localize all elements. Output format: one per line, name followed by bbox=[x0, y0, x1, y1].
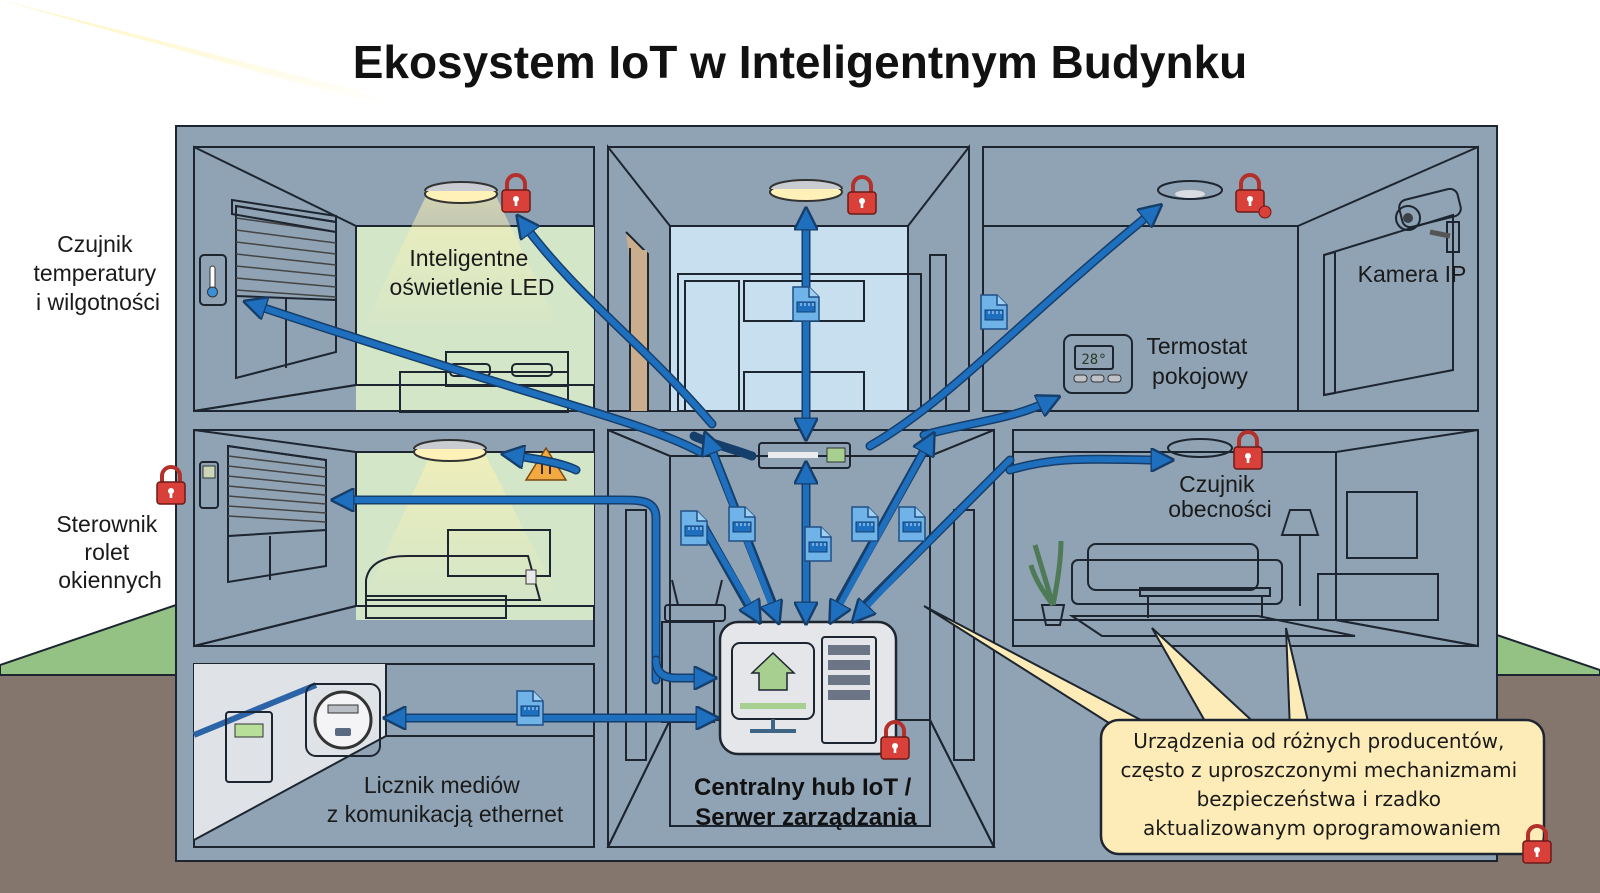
room-living bbox=[1012, 428, 1479, 648]
network-packet-icon bbox=[792, 286, 820, 322]
led-ceiling-light bbox=[413, 439, 487, 462]
callout-text: Urządzenia od różnych producentów, częst… bbox=[1120, 729, 1523, 840]
network-packet-icon bbox=[728, 506, 756, 542]
label-ip-camera: Kamera IP bbox=[1358, 261, 1467, 287]
smart-home-hub-icon bbox=[731, 642, 815, 733]
label-temperature-sensor: Czujnik temperatury i wilgotności bbox=[33, 231, 162, 315]
page-title: Ekosystem IoT w Inteligentnym Budynku bbox=[353, 36, 1248, 88]
label-utility-meter: Licznik mediów z komunikacją ethernet bbox=[327, 772, 564, 827]
blind-controller-device bbox=[199, 461, 219, 509]
label-led-lighting: Inteligentne oświetlenie LED bbox=[390, 245, 555, 300]
network-packet-icon bbox=[516, 690, 544, 726]
ip-camera bbox=[1395, 187, 1462, 253]
room-utility bbox=[192, 663, 595, 848]
tv bbox=[1346, 491, 1418, 559]
central-hub bbox=[718, 620, 911, 761]
gas-meter bbox=[225, 711, 273, 783]
network-packet-icon bbox=[851, 506, 879, 542]
thermostat-display: 28° bbox=[1081, 352, 1106, 368]
temperature-humidity-sensor bbox=[199, 254, 227, 306]
network-packet-icon bbox=[898, 506, 926, 542]
smoke-detector bbox=[1157, 180, 1223, 200]
label-thermostat: Termostat pokojowy bbox=[1146, 333, 1253, 389]
label-presence-sensor: Czujnik obecności bbox=[1168, 471, 1272, 522]
padlock-icon bbox=[155, 465, 187, 506]
room-office: 28° bbox=[982, 145, 1479, 412]
sofa bbox=[1087, 543, 1259, 591]
led-ceiling-light bbox=[424, 181, 498, 204]
server-tower-icon bbox=[821, 636, 877, 744]
network-packet-icon bbox=[804, 526, 832, 562]
room-hallway bbox=[607, 144, 970, 412]
led-ceiling-light bbox=[769, 179, 843, 202]
security-callout: Urządzenia od różnych producentów, częst… bbox=[923, 605, 1553, 865]
network-packet-icon bbox=[680, 510, 708, 546]
network-packet-icon bbox=[980, 294, 1008, 330]
ethernet-utility-meter bbox=[305, 683, 381, 757]
data-flows bbox=[252, 210, 1165, 718]
label-central-hub: Centralny hub IoT / Serwer zarządzania bbox=[694, 774, 918, 831]
room-bedroom-middle bbox=[193, 428, 595, 648]
room-bedroom-top bbox=[0, 0, 595, 413]
thermostat-device: 28° bbox=[1063, 334, 1133, 394]
label-blind-controller: Sterownik rolet okiennych bbox=[56, 511, 163, 593]
